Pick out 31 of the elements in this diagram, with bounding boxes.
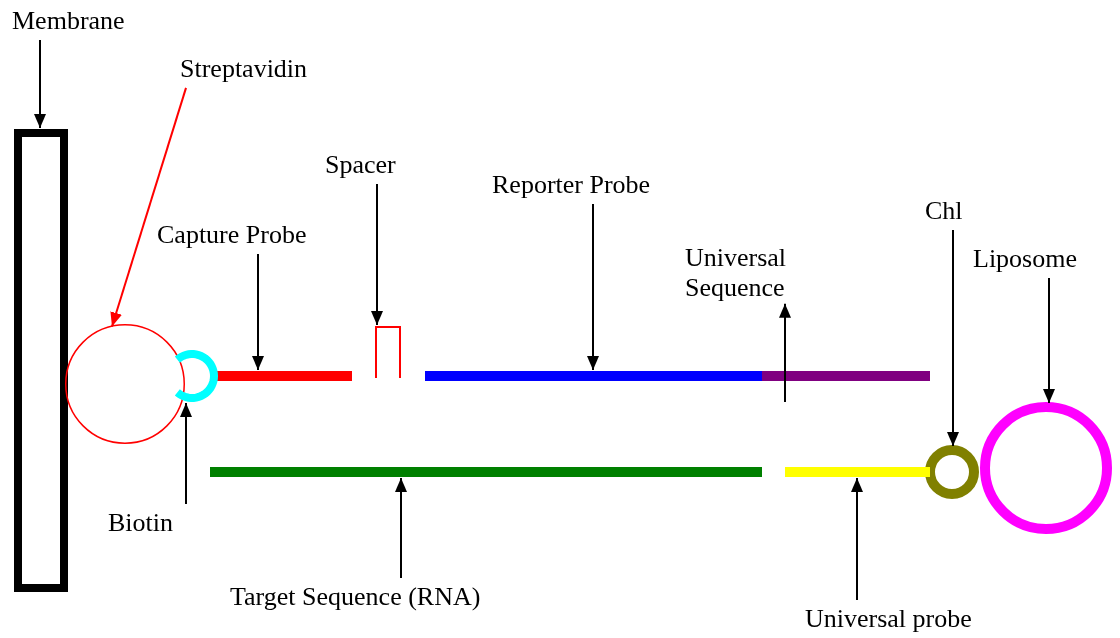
- arrow: [779, 302, 791, 403]
- universal-probe-bar: [785, 467, 930, 477]
- reporter-probe-bar: [425, 371, 762, 381]
- leader-line: [34, 38, 46, 129]
- part-label: Universal Sequence: [685, 243, 820, 303]
- part-label: Spacer: [325, 150, 396, 180]
- part-label: Streptavidin: [180, 54, 308, 84]
- part-label: Biotin: [108, 508, 173, 538]
- part-label: Liposome: [973, 244, 1077, 274]
- chl-ring: [925, 445, 979, 499]
- part-label: Chl: [925, 196, 963, 226]
- target-sequence-bar: [210, 467, 762, 477]
- leader-line: [252, 252, 264, 371]
- part-label: Target Sequence (RNA): [230, 582, 481, 612]
- membrane-bar: [14, 129, 68, 592]
- part-label: Reporter Probe: [492, 170, 651, 200]
- liposome-circle: [980, 402, 1112, 534]
- leader-line: [371, 182, 383, 326]
- leader-line: [395, 477, 407, 579]
- leader-line: [947, 228, 959, 447]
- part-label: Universal probe: [805, 604, 972, 634]
- streptavidin-circle: [65, 324, 185, 444]
- part-label: Membrane: [12, 6, 125, 36]
- universal-sequence-bar: [762, 371, 930, 381]
- spacer-bracket: [375, 326, 401, 378]
- leader-line: [587, 202, 599, 371]
- leader-line: [110, 86, 187, 328]
- leader-line: [1043, 276, 1055, 405]
- part-label: Capture Probe: [157, 220, 307, 250]
- leader-line: [180, 402, 192, 505]
- leader-line: [851, 477, 863, 601]
